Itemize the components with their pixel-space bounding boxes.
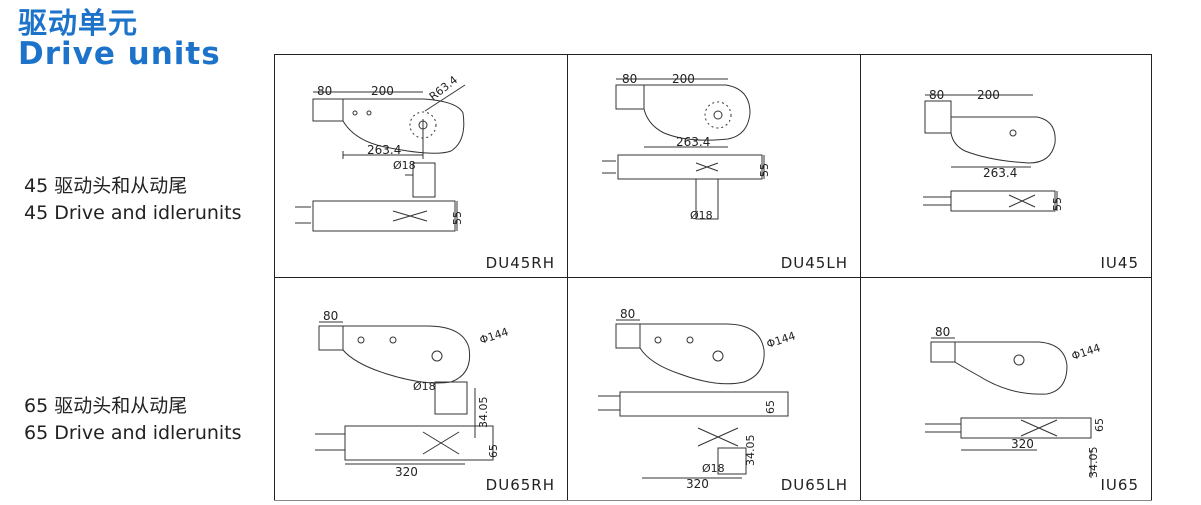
- iu45-dim-h: 55: [1051, 197, 1064, 211]
- row-divider: [274, 277, 1152, 278]
- cell-du45rh: 80 200 R63.4 263.4 Ø18 55 DU45RH: [274, 55, 567, 278]
- drawing-du45rh: 80 200 R63.4 263.4 Ø18 55: [295, 73, 466, 232]
- cell-du45lh: 80 200 263.4 Ø18 55 DU45LH: [567, 55, 860, 278]
- iu45-dim-b: 200: [977, 88, 1000, 102]
- row-label-65: 65 驱动头和从动尾 65 Drive and idlerunits: [24, 393, 242, 447]
- du65rh-dim-h: 65: [487, 444, 500, 458]
- du45lh-dim-h: 55: [758, 163, 771, 177]
- du45rh-dim-a: 80: [317, 84, 332, 98]
- du65rh-dim-phi: Φ144: [478, 325, 510, 347]
- page-title: 驱动单元 Drive units: [18, 8, 221, 71]
- iu65-dim-a: 80: [935, 325, 950, 339]
- drawing-iu65: 80 Φ144 65 320 34.05: [925, 325, 1106, 479]
- drive-units-grid: 80 200 R63.4 263.4 Ø18 55 DU45RH: [274, 54, 1152, 501]
- du65lh-dim-h: 65: [764, 400, 777, 414]
- model-label-du45lh: DU45LH: [780, 254, 848, 272]
- du65lh-dim-d: Ø18: [702, 462, 725, 475]
- row-label-65-cn: 65 驱动头和从动尾: [24, 395, 188, 417]
- du45rh-dim-len: 263.4: [367, 143, 401, 157]
- drawing-du45lh: 80 200 263.4 Ø18 55: [602, 72, 771, 222]
- du65rh-dim-a: 80: [323, 309, 338, 323]
- iu65-dim-phi: Φ144: [1070, 341, 1102, 363]
- iu45-dim-a: 80: [929, 88, 944, 102]
- bottom-line: [274, 500, 1152, 501]
- page-title-cn: 驱动单元: [18, 6, 139, 40]
- row-label-65-en: 65 Drive and idlerunits: [24, 422, 242, 444]
- cell-du65rh: 80 Φ144 Ø18 34.05 65 320 DU65RH: [274, 278, 567, 500]
- du45lh-dim-len: 263.4: [676, 135, 710, 149]
- du45lh-dim-b: 200: [672, 72, 695, 86]
- page-title-en: Drive units: [18, 36, 221, 73]
- model-label-du65rh: DU65RH: [485, 476, 555, 494]
- du65lh-dim-phi: Φ144: [765, 329, 797, 351]
- model-label-du45rh: DU45RH: [485, 254, 555, 272]
- du65lh-dim-len: 320: [686, 477, 709, 491]
- row-label-45-en: 45 Drive and idlerunits: [24, 202, 242, 224]
- du65rh-dim-d: Ø18: [413, 380, 436, 393]
- row-label-45-cn: 45 驱动头和从动尾: [24, 175, 188, 197]
- cell-du65lh: 80 Φ144 Ø18 34.05 65 320 DU65LH: [567, 278, 860, 500]
- du45lh-dim-d: Ø18: [690, 209, 713, 222]
- drawing-iu45: 80 200 263.4 55: [923, 88, 1064, 212]
- du65lh-dim-a: 80: [620, 307, 635, 321]
- iu65-dim-h: 65: [1093, 418, 1106, 432]
- du65lh-dim-v: 34.05: [744, 435, 757, 467]
- du45rh-dim-d: Ø18: [393, 159, 416, 172]
- iu65-dim-len: 320: [1011, 437, 1034, 451]
- drawing-du65rh: 80 Φ144 Ø18 34.05 65 320: [315, 309, 510, 479]
- du45rh-dim-b: 200: [371, 84, 394, 98]
- du65rh-dim-v: 34.05: [477, 397, 490, 429]
- du65rh-dim-len: 320: [395, 465, 418, 479]
- drawing-du65lh: 80 Φ144 Ø18 34.05 65 320: [598, 307, 797, 491]
- cell-iu45: 80 200 263.4 55 IU45: [860, 55, 1152, 278]
- model-label-iu65: IU65: [1100, 476, 1139, 494]
- iu45-dim-len: 263.4: [983, 166, 1017, 180]
- du45lh-dim-a: 80: [622, 72, 637, 86]
- cell-iu65: 80 Φ144 65 320 34.05 IU65: [860, 278, 1152, 500]
- model-label-iu45: IU45: [1100, 254, 1139, 272]
- du45rh-dim-h: 55: [451, 211, 464, 225]
- row-label-45: 45 驱动头和从动尾 45 Drive and idlerunits: [24, 173, 242, 227]
- iu65-dim-v: 34.05: [1087, 447, 1100, 479]
- model-label-du65lh: DU65LH: [780, 476, 848, 494]
